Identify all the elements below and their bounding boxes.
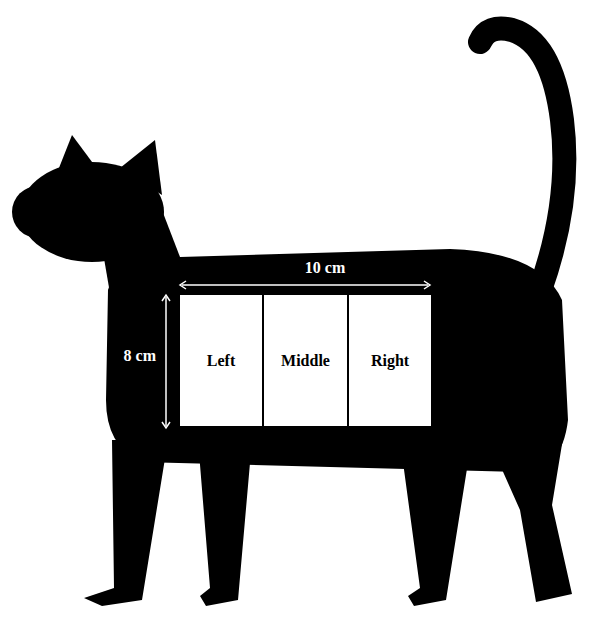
cat-front-leg [198,440,252,606]
body-section-box: Middle [262,293,349,428]
cat-back-leg [400,440,470,606]
dimension-label: 8 cm [122,347,158,365]
section-label: Right [371,352,409,370]
cat-ear [55,135,98,178]
dimension-arrow [182,284,428,286]
cat-muzzle [12,186,64,238]
cat-ear [120,140,162,195]
arrowhead [424,281,430,289]
dimension-arrow [165,297,167,426]
arrowhead [162,295,170,301]
cat-front-leg [84,440,168,606]
cat-tail [480,29,564,291]
arrowhead [162,422,170,428]
cat-back-leg [480,420,572,602]
dimension-label: 10 cm [303,259,347,277]
section-label: Left [207,352,235,370]
arrowhead [180,281,186,289]
body-section-box: Right [347,293,433,428]
section-label: Middle [281,352,330,370]
body-section-box: Left [178,293,264,428]
